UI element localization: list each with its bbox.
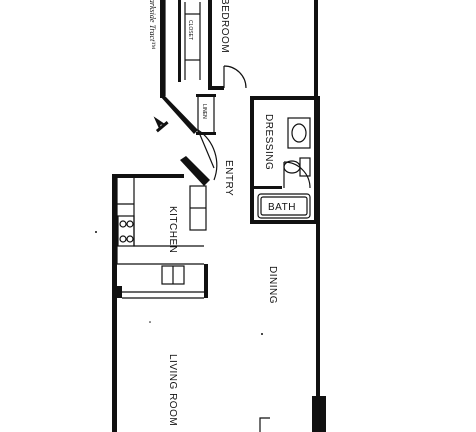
entry-label: ENTRY: [223, 160, 234, 196]
bath-label: BATH: [268, 202, 296, 213]
dressing-label: DRESSING: [263, 114, 274, 170]
living-room-label: LIVING ROOM: [167, 354, 178, 426]
living-dining-walls: [259, 224, 326, 432]
linen-label: LINEN: [201, 104, 207, 119]
bedroom-door: [223, 65, 247, 89]
range-icon: [117, 215, 135, 247]
closet-label: CLOSET: [187, 20, 193, 40]
lavatory: [287, 117, 311, 149]
plan-specks: [95, 231, 263, 335]
dining-label: DINING: [267, 266, 278, 304]
bath-walls: [250, 96, 320, 224]
bathtub: BATH: [257, 193, 311, 219]
refrigerator: [189, 185, 207, 231]
bath-door: [283, 161, 311, 189]
kitchen-walls: [112, 174, 208, 432]
linen-closet: LINEN: [196, 94, 216, 135]
bedroom-walls: [160, 0, 318, 100]
kitchen-label: KITCHEN: [167, 206, 178, 253]
entry-door: [197, 129, 218, 181]
bedroom-label: BEDROOM: [219, 0, 230, 53]
entry-angled-walls: [160, 96, 210, 186]
sink-icon: [161, 265, 185, 285]
bedroom-closet: CLOSET: [178, 0, 201, 82]
builder-mark: Parkside Tract™: [148, 0, 157, 49]
north-arrow-icon: [153, 116, 169, 133]
